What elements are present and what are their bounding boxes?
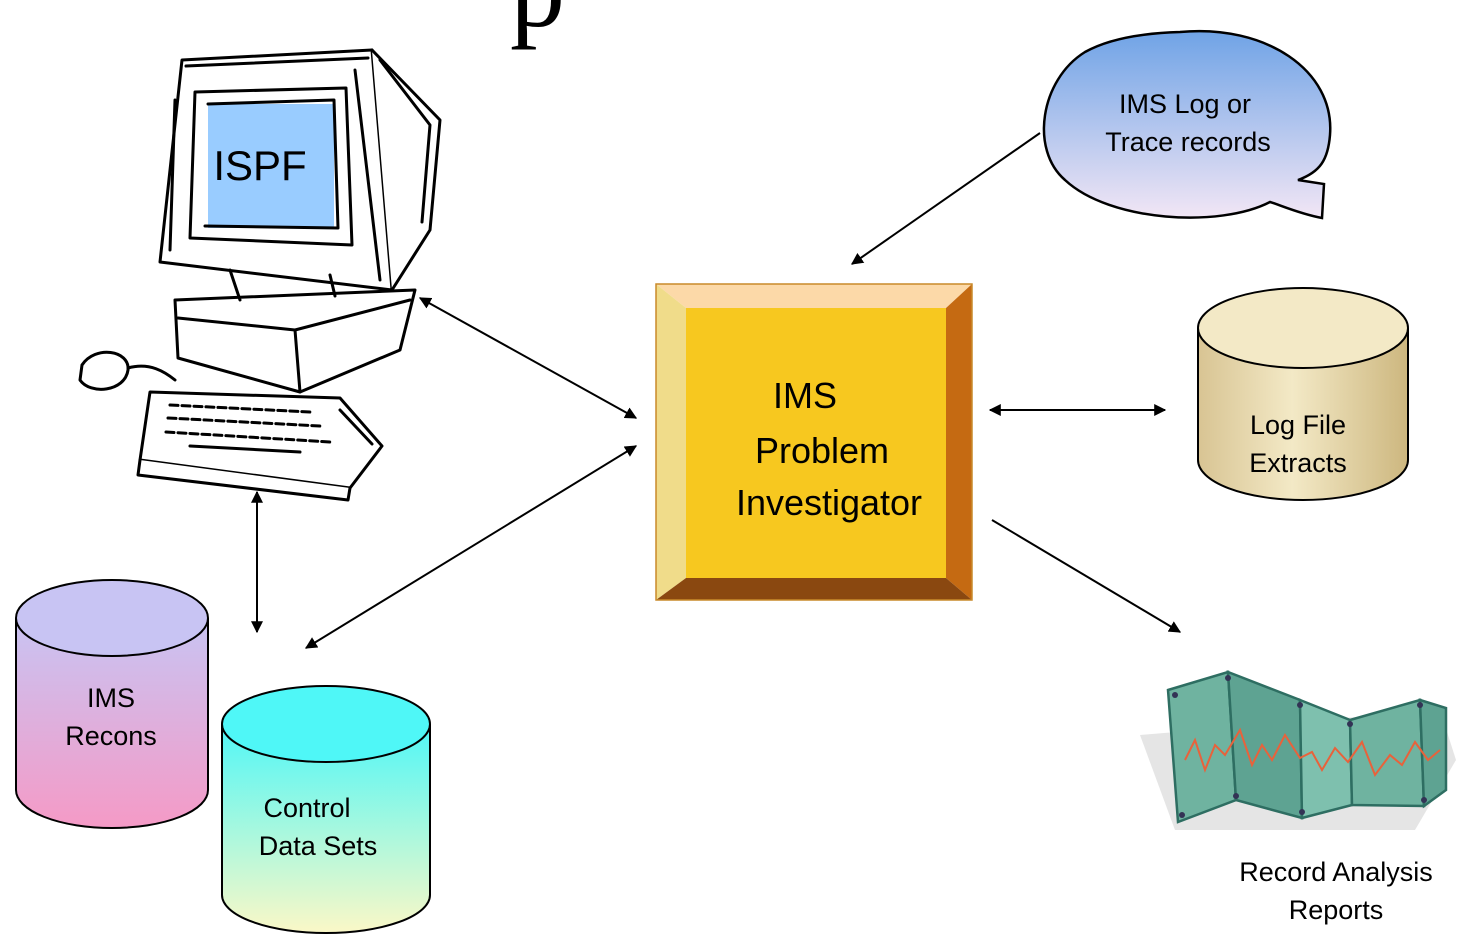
reports-icon: [1140, 670, 1456, 830]
recons-line1: IMS: [87, 683, 135, 713]
log-source-cloud: [1042, 29, 1332, 220]
recons-cylinder: [15, 579, 209, 829]
control-cylinder: [221, 685, 431, 934]
arrow-investigator-reports: [991, 519, 1182, 633]
reports-line2: Reports: [1289, 895, 1384, 925]
reports-line1: Record Analysis: [1239, 857, 1433, 887]
control-line1: Control: [263, 793, 350, 823]
control-line2: Data Sets: [259, 831, 378, 861]
extracts-cylinder: [1197, 287, 1409, 501]
arrow-workstation-investigator: [418, 297, 638, 419]
extracts-line2: Extracts: [1249, 448, 1347, 478]
workstation-icon: [78, 48, 442, 502]
investigator-line2: Problem: [755, 430, 889, 471]
extracts-line1: Log File: [1250, 410, 1346, 440]
log-source-line2: Trace records: [1105, 127, 1271, 157]
ispf-label: ISPF: [213, 142, 306, 189]
log-source-line1: IMS Log or: [1119, 89, 1251, 119]
investigator-box: [655, 283, 973, 601]
recons-line2: Recons: [65, 721, 157, 751]
investigator-line3: Investigator: [736, 482, 922, 523]
investigator-line1: IMS: [773, 375, 837, 416]
title-fragment: p: [510, 0, 565, 50]
ispf-screen: [208, 104, 334, 228]
arrow-log-to-investigator: [851, 132, 1041, 265]
arrow-investigator-control: [304, 445, 638, 649]
